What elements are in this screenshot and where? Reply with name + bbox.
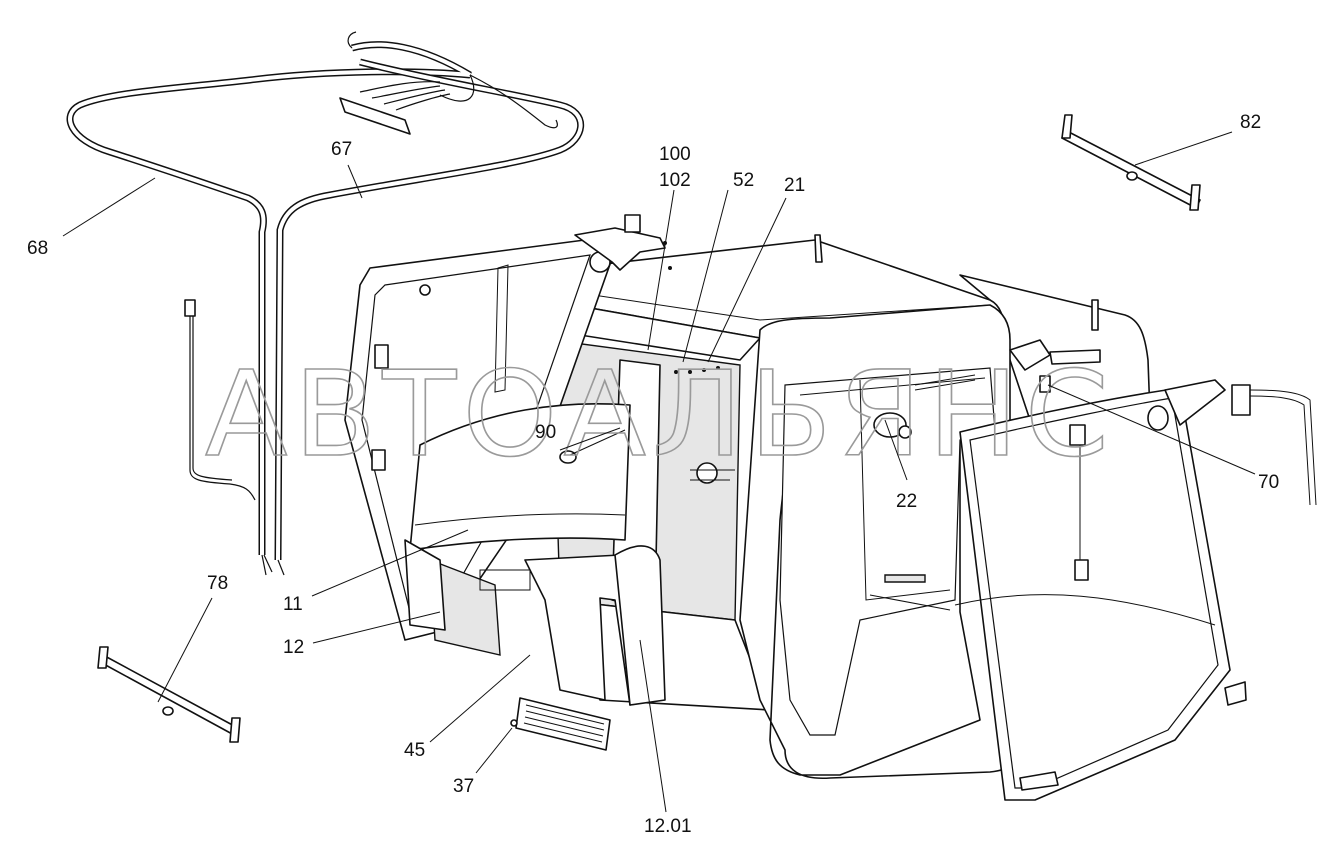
callout-12.01: 12.01 [644,816,692,837]
callout-52: 52 [733,170,754,191]
callout-90: 90 [535,422,556,443]
leader-lines [62,131,1256,813]
callout-45: 45 [404,740,425,761]
callout-100: 100 [659,144,691,165]
wiring-harness-68 [66,31,472,576]
sunvisor-78 [97,646,241,743]
callout-78: 78 [207,573,228,594]
callout-22: 22 [896,491,917,512]
callout-102: 102 [659,170,691,191]
callout-11: 11 [283,594,303,615]
cab-frame [511,234,1031,780]
watermark-text: АВТОАЛЬЯНС [205,345,1115,483]
callout-67: 67 [331,139,352,160]
vent-grille [510,697,611,751]
right-door [954,339,1317,801]
panel-12 [404,539,501,656]
callout-labels: 68 67 100 102 52 21 82 90 22 70 78 11 12… [27,112,1279,837]
sunvisor-82 [1061,114,1201,211]
callout-37: 37 [453,776,474,797]
callout-68: 68 [27,238,48,259]
pillar-panel-12.01 [479,545,666,706]
callout-82: 82 [1240,112,1261,133]
callout-12: 12 [283,637,304,658]
inner-panel-11 [409,403,631,551]
sensor-wire [184,299,256,501]
wiring-harness-67 [274,58,585,576]
callout-70: 70 [1258,472,1279,493]
callout-21: 21 [784,175,805,196]
